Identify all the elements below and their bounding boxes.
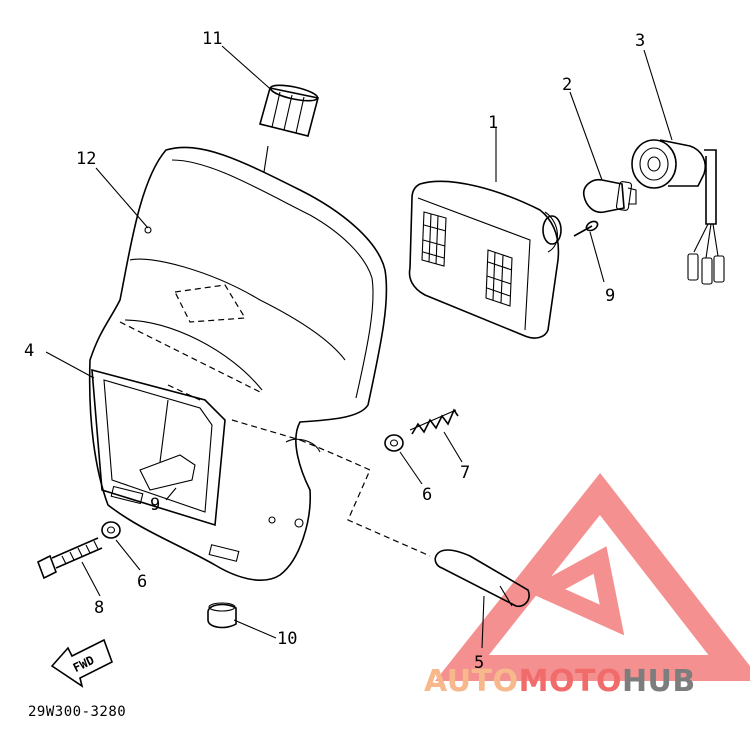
bulb-part-2	[582, 178, 637, 214]
callout-9-right: 9	[605, 286, 615, 306]
watermark-part2: MOTO	[518, 664, 622, 699]
leader-lines	[45, 45, 673, 649]
watermark-logo	[435, 472, 750, 681]
washer-part-6-upper	[384, 434, 404, 452]
watermark-part3: HUB	[621, 664, 696, 699]
screw-part-9	[573, 220, 599, 237]
callout-6-lower: 6	[137, 572, 147, 592]
callout-11: 11	[202, 29, 222, 49]
callout-7: 7	[460, 463, 470, 483]
watermark-text: AUTOMOTOHUB	[424, 664, 696, 699]
callout-6-upper: 6	[422, 485, 432, 505]
watermark-part1: AUTO	[424, 664, 519, 699]
lens-grid-left	[421, 211, 447, 267]
grommet-part-11	[259, 84, 319, 137]
callout-10: 10	[277, 629, 297, 649]
part-code: 29W300-3280	[28, 704, 127, 720]
grommet-part-10	[207, 602, 237, 629]
callout-9-left: 9	[150, 495, 160, 515]
strap-part-5	[434, 549, 530, 608]
callout-2: 2	[562, 75, 572, 95]
bolt-part-8	[36, 537, 103, 580]
strap-route	[299, 439, 431, 557]
callout-12: 12	[76, 149, 96, 169]
callout-1: 1	[488, 113, 498, 133]
washer-part-6-lower	[101, 521, 121, 539]
callout-4: 4	[24, 341, 34, 361]
callout-5: 5	[474, 653, 484, 673]
headlight-cover	[88, 146, 388, 581]
socket-part-3	[631, 139, 725, 285]
headlight-unit-part-1	[408, 180, 562, 339]
callout-8: 8	[94, 598, 104, 618]
spring-part-7	[409, 408, 459, 435]
lens-grid-right	[485, 249, 513, 307]
fwd-arrow: FWD	[50, 638, 113, 688]
callout-3: 3	[635, 31, 645, 51]
